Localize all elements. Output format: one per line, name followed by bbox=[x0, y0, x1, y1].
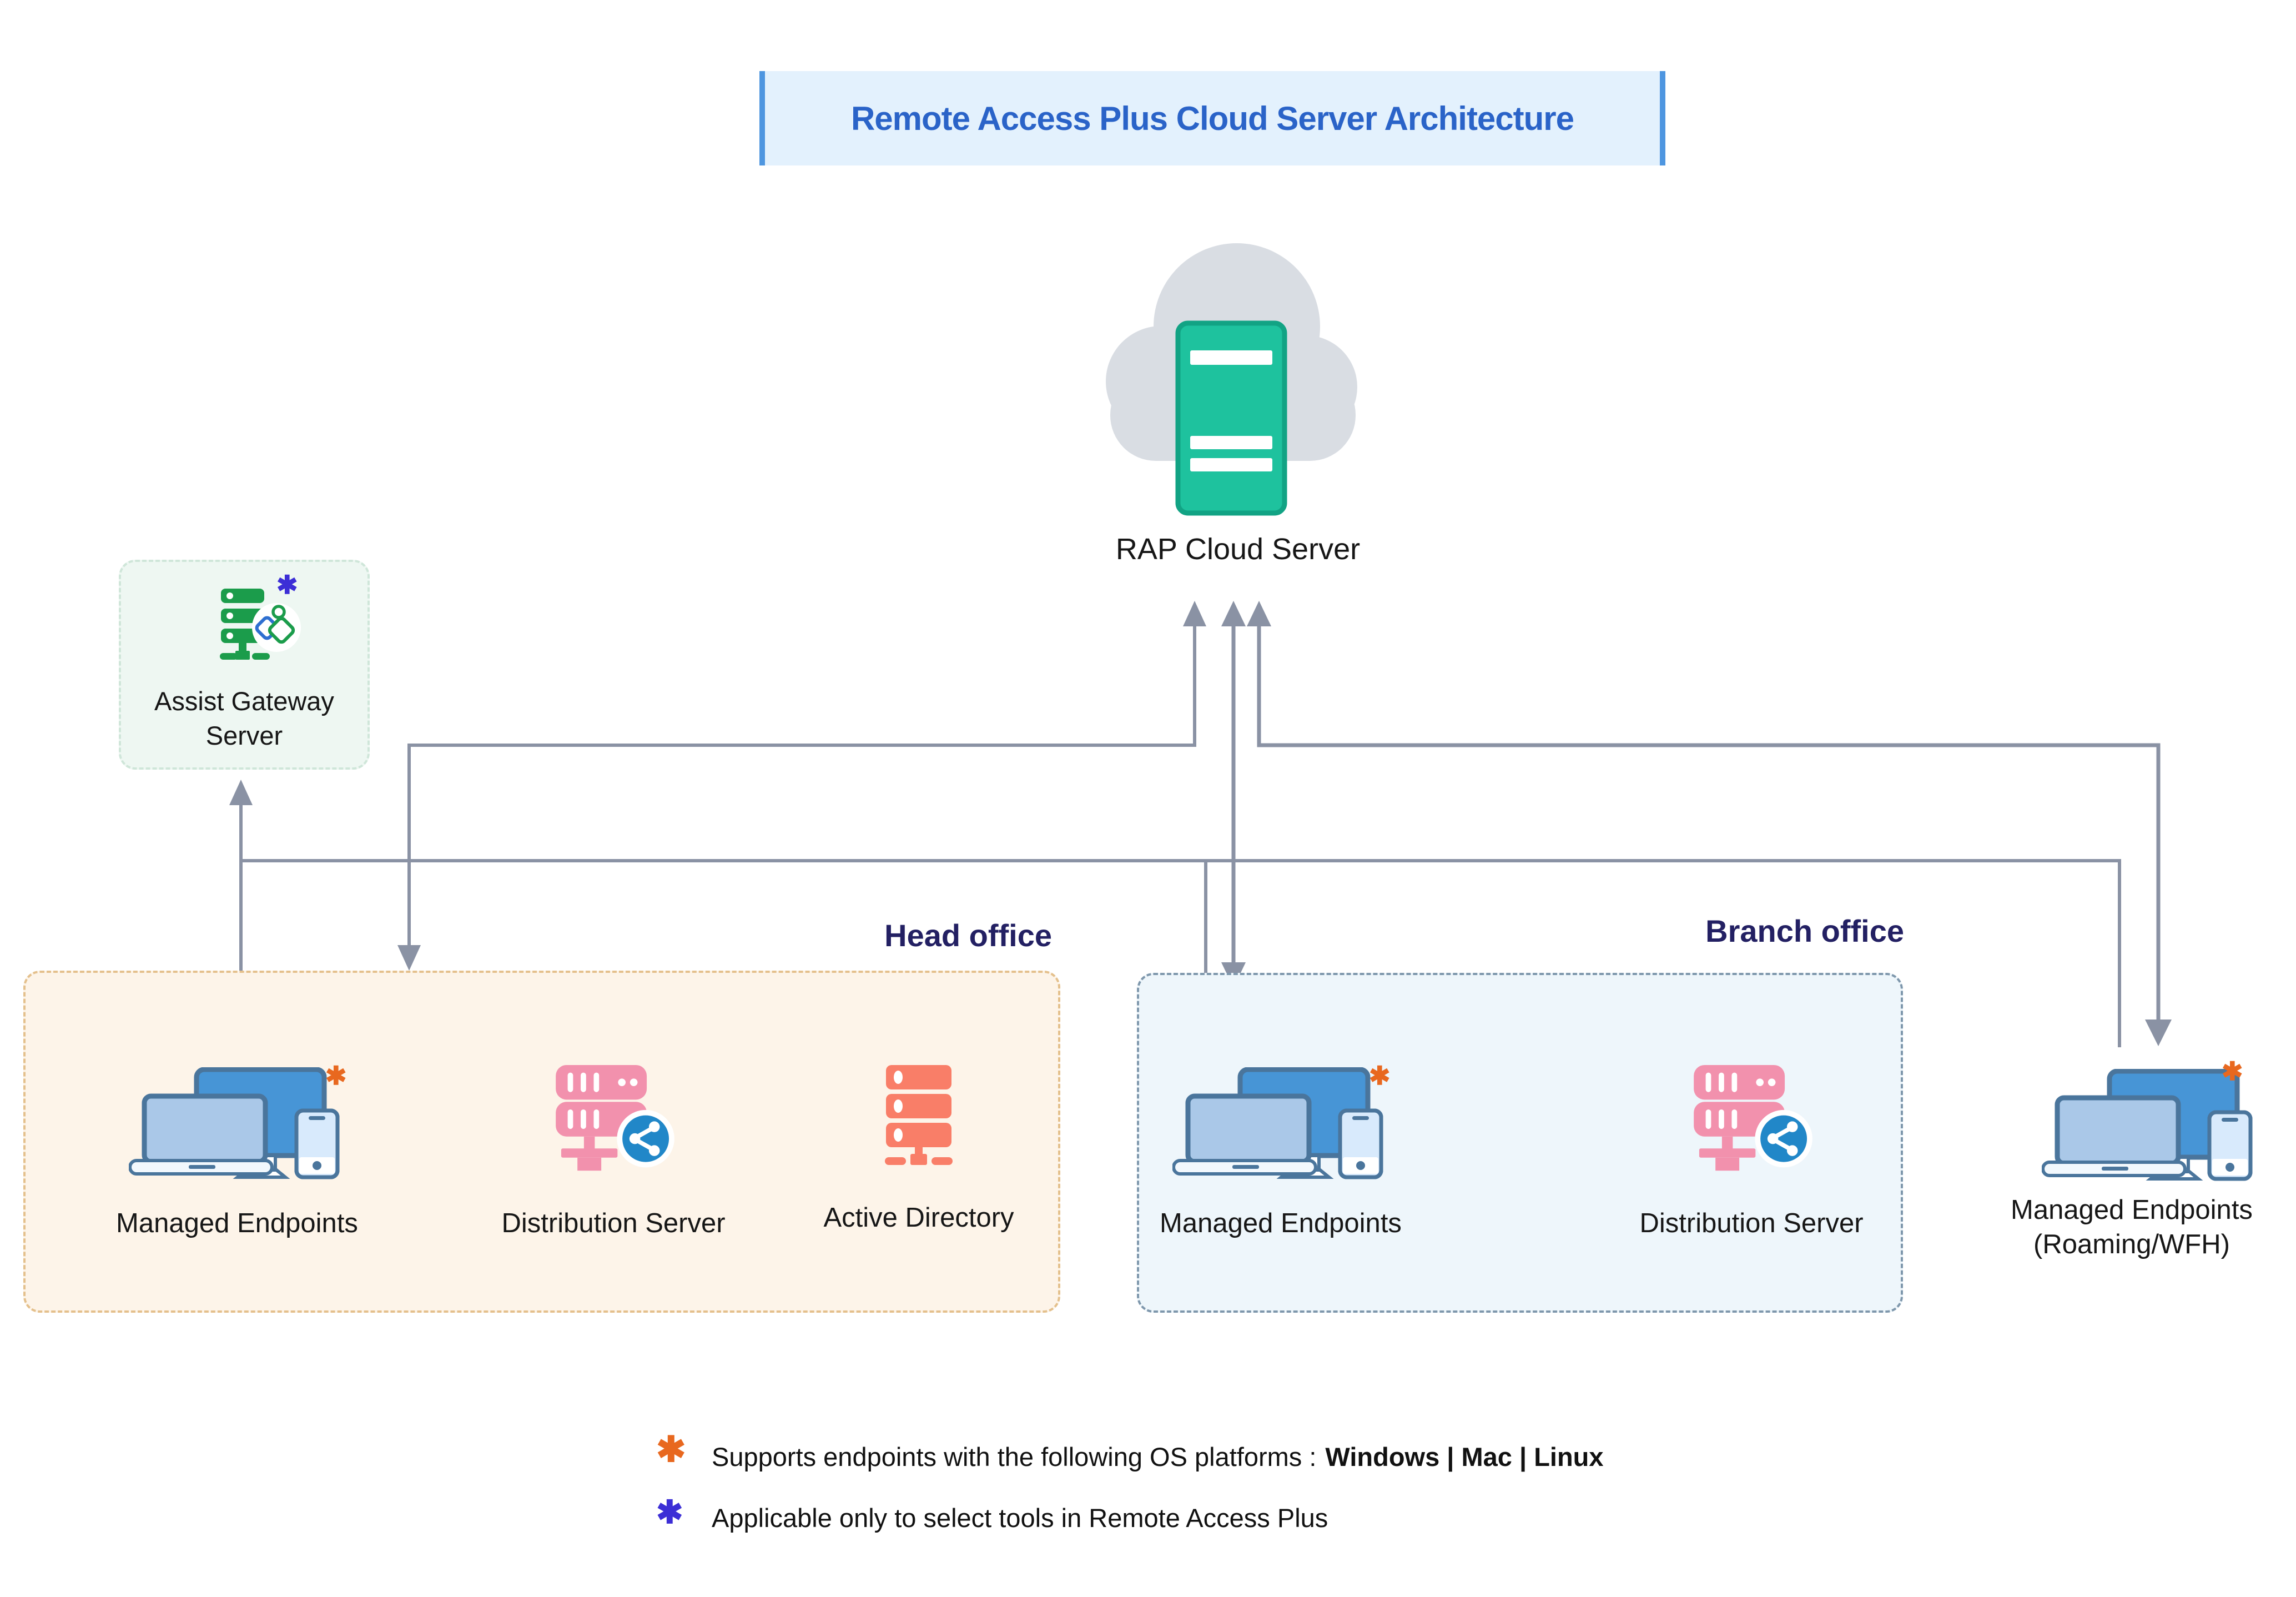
select-tools-asterisk: ✱ bbox=[276, 570, 298, 599]
managed-endpoints-icon-branch bbox=[1172, 1067, 1389, 1181]
arrowhead-up-cloud-left bbox=[1183, 601, 1206, 626]
os-asterisk-branch: ✱ bbox=[1369, 1061, 1391, 1090]
distribution-server-label-head: Distribution Server bbox=[501, 1208, 726, 1238]
arrowhead-up-cloud-mid bbox=[1221, 601, 1246, 626]
active-directory-icon bbox=[870, 1065, 968, 1171]
roaming-label-line2: (Roaming/WFH) bbox=[2033, 1229, 2230, 1259]
title-banner: Remote Access Plus Cloud Server Architec… bbox=[759, 71, 1665, 165]
legend-os-platforms: Windows | Mac | Linux bbox=[1325, 1442, 1604, 1472]
legend-os-text: Supports endpoints with the following OS… bbox=[712, 1442, 1604, 1472]
managed-endpoints-label-head: Managed Endpoints bbox=[116, 1208, 358, 1238]
page-title: Remote Access Plus Cloud Server Architec… bbox=[850, 99, 1574, 137]
managed-endpoints-icon-head bbox=[129, 1067, 345, 1181]
distribution-server-icon-head bbox=[552, 1064, 677, 1175]
managed-endpoints-label-branch: Managed Endpoints bbox=[1160, 1208, 1402, 1238]
assist-gateway-server-icon bbox=[218, 587, 302, 667]
arrowhead-down-roaming bbox=[2145, 1020, 2172, 1046]
roaming-label-line1: Managed Endpoints bbox=[2011, 1195, 2253, 1225]
branch-office-label: Branch office bbox=[1705, 913, 1904, 948]
legend-os-asterisk: ✱ bbox=[656, 1429, 686, 1469]
line-cloud-to-roaming bbox=[1257, 626, 2161, 1020]
arrowhead-up-cloud-right bbox=[1247, 601, 1271, 626]
head-office-label: Head office bbox=[884, 918, 1052, 953]
managed-endpoints-icon-roaming bbox=[2042, 1069, 2258, 1183]
active-directory-label: Active Directory bbox=[823, 1203, 1014, 1233]
distribution-server-icon-branch bbox=[1690, 1064, 1815, 1175]
assist-gateway-label-line1: Assist Gateway bbox=[154, 686, 334, 716]
arrowhead-down-head-office bbox=[397, 945, 421, 971]
legend-os-prefix: Supports endpoints with the following OS… bbox=[712, 1442, 1317, 1472]
rap-cloud-server-label: RAP Cloud Server bbox=[1115, 533, 1361, 566]
managed-endpoints-roaming-label: Managed Endpoints (Roaming/WFH) bbox=[1993, 1193, 2270, 1262]
assist-gateway-label: Assist Gateway Server bbox=[124, 684, 364, 753]
legend-tools-asterisk: ✱ bbox=[656, 1494, 683, 1530]
distribution-server-label-branch: Distribution Server bbox=[1639, 1208, 1864, 1238]
arrowhead-up-assist bbox=[229, 780, 253, 805]
os-asterisk-head: ✱ bbox=[325, 1061, 347, 1090]
assist-gateway-label-line2: Server bbox=[205, 721, 283, 750]
legend-tools-text: Applicable only to select tools in Remot… bbox=[712, 1503, 1328, 1533]
rap-cloud-server-icon bbox=[1105, 236, 1360, 516]
line-cloud-to-head-office bbox=[407, 626, 1196, 945]
os-asterisk-roaming: ✱ bbox=[2222, 1057, 2243, 1086]
